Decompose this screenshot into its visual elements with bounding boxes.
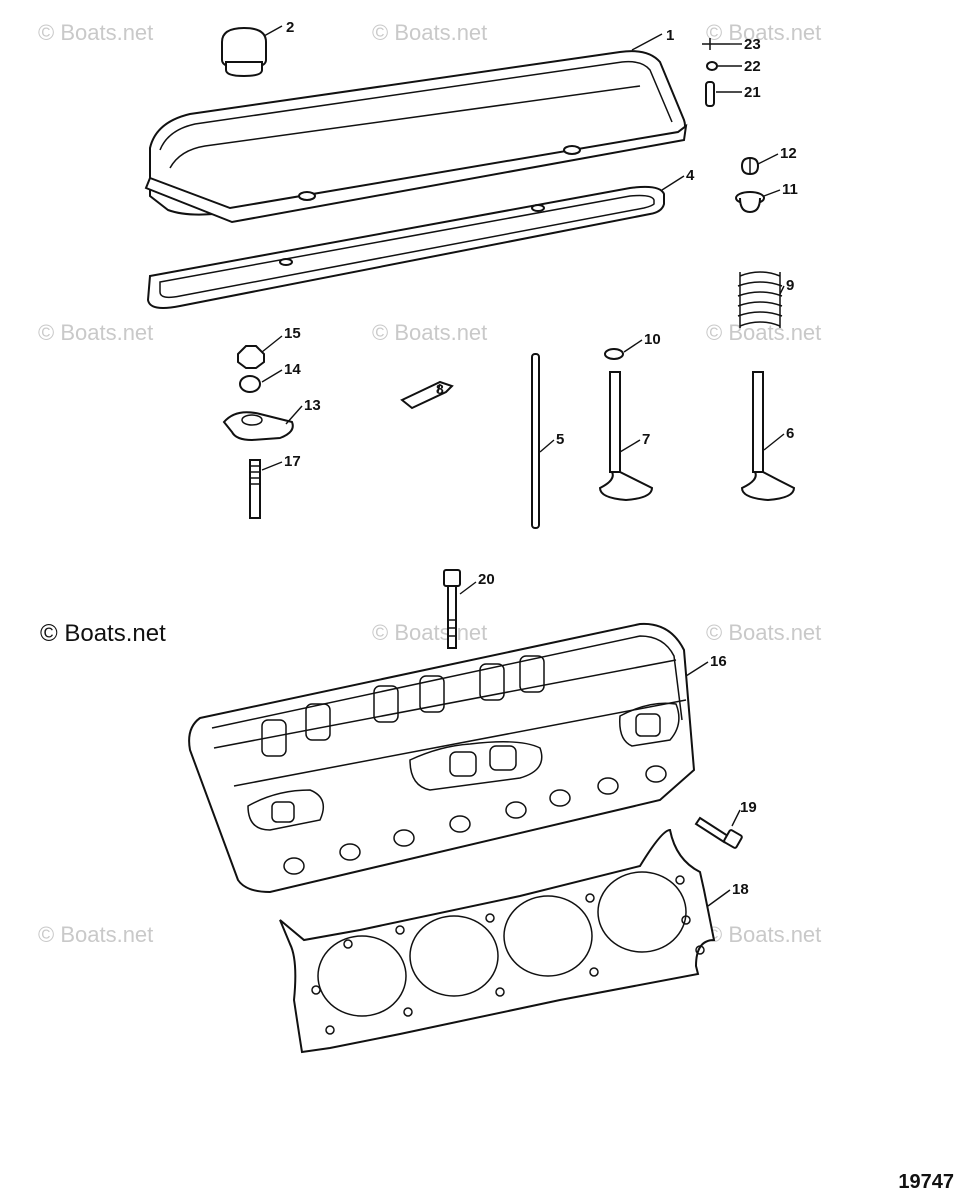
callout-label: 18 (732, 881, 749, 898)
figure-number: 19747 (898, 1171, 954, 1193)
callout-label: 23 (744, 36, 761, 53)
callout-label: 10 (644, 331, 661, 348)
exhaust-valve-icon (740, 371, 796, 502)
callout-label: 7 (642, 431, 650, 448)
valve-spring-icon (737, 271, 783, 328)
callout-label: 14 (284, 361, 301, 378)
callout-label: 17 (284, 453, 301, 470)
pin-icon (705, 81, 715, 107)
valve-keeper-icon (740, 156, 760, 176)
watermark: © Boats.net (706, 620, 822, 645)
watermark: © Boats.net (706, 20, 822, 45)
rocker-ball-icon (239, 375, 261, 393)
oil-filler-cap-icon (221, 26, 267, 78)
leader-lines (261, 25, 785, 907)
callout-label: 20 (478, 571, 495, 588)
rocker-nut-icon (237, 345, 265, 369)
callout-label: 16 (710, 653, 727, 670)
head-gasket-icon (279, 828, 716, 1054)
callout-label: 15 (284, 325, 301, 342)
valve-seal-icon (604, 348, 624, 360)
spring-retainer-icon (735, 191, 765, 214)
callout-label: 1 (666, 27, 674, 44)
watermark-dark: © Boats.net (40, 620, 166, 647)
push-rod-guide-icon (400, 380, 454, 410)
callout-label: 8 (436, 381, 444, 397)
callout-labels: 2 1 4 23 22 21 12 11 9 10 7 6 5 8 15 14 … (284, 19, 798, 898)
cylinder-head-icon (188, 622, 696, 894)
clip-icon (702, 38, 730, 50)
valve-cover-icon (144, 50, 688, 224)
intake-valve-icon (598, 371, 654, 502)
push-rod-icon (531, 353, 540, 529)
rocker-arm-icon (222, 411, 294, 442)
watermark: © Boats.net (372, 620, 488, 645)
watermark: © Boats.net (38, 922, 154, 947)
long-head-bolt-icon (443, 569, 461, 649)
callout-label: 9 (786, 277, 794, 294)
callout-label: 12 (780, 145, 797, 162)
washer-icon (706, 61, 718, 71)
callout-label: 19 (740, 799, 757, 816)
rocker-stud-icon (249, 459, 261, 519)
callout-label: 11 (782, 181, 798, 198)
watermark: © Boats.net (372, 320, 488, 345)
callout-label: 6 (786, 425, 794, 442)
callout-label: 21 (744, 84, 761, 101)
callout-label: 4 (686, 167, 695, 184)
valve-cover-gasket-icon (146, 185, 665, 309)
watermark: © Boats.net (706, 922, 822, 947)
callout-label: 22 (744, 58, 761, 75)
callout-label: 13 (304, 397, 321, 414)
watermark: © Boats.net (706, 320, 822, 345)
short-head-bolt-icon (694, 816, 743, 849)
watermark: © Boats.net (38, 320, 154, 345)
watermark: © Boats.net (38, 20, 154, 45)
callout-label: 2 (286, 19, 294, 36)
callout-label: 5 (556, 431, 564, 448)
watermark: © Boats.net (372, 20, 488, 45)
